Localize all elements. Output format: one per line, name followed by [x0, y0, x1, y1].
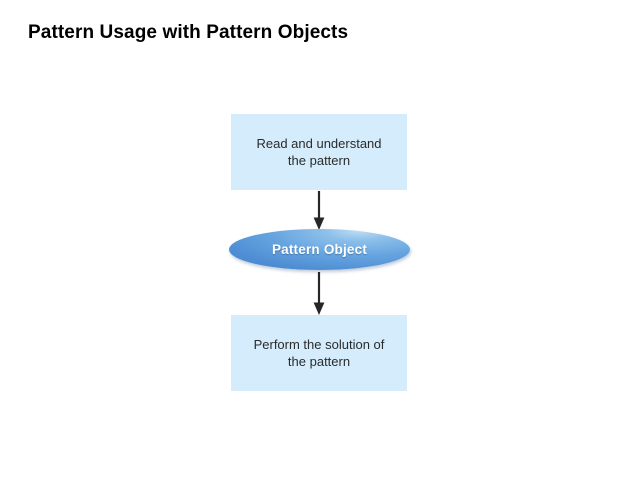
- flow-node-read-pattern-line1: Read and understand: [256, 136, 382, 151]
- flow-node-pattern-object-label: Pattern Object: [271, 242, 368, 257]
- arrow-down-icon-object-to-perform: [313, 272, 325, 315]
- ellipse-shape: [229, 229, 410, 270]
- flow-node-pattern-object: Pattern Object: [229, 229, 410, 270]
- arrow-down-icon-read-to-object: [313, 191, 325, 230]
- page-title: Pattern Usage with Pattern Objects: [28, 22, 349, 43]
- flow-node-perform-solution-line2: the pattern: [287, 354, 351, 369]
- flow-node-read-pattern-text: Read and understand the pattern: [241, 135, 397, 169]
- flow-node-read-pattern-line2: the pattern: [287, 153, 351, 168]
- flow-node-perform-solution-line1: Perform the solution of: [253, 337, 385, 352]
- flow-node-perform-solution-text: Perform the solution of the pattern: [241, 336, 397, 370]
- flow-node-perform-solution: Perform the solution of the pattern: [231, 315, 407, 391]
- flow-node-read-pattern: Read and understand the pattern: [231, 114, 407, 190]
